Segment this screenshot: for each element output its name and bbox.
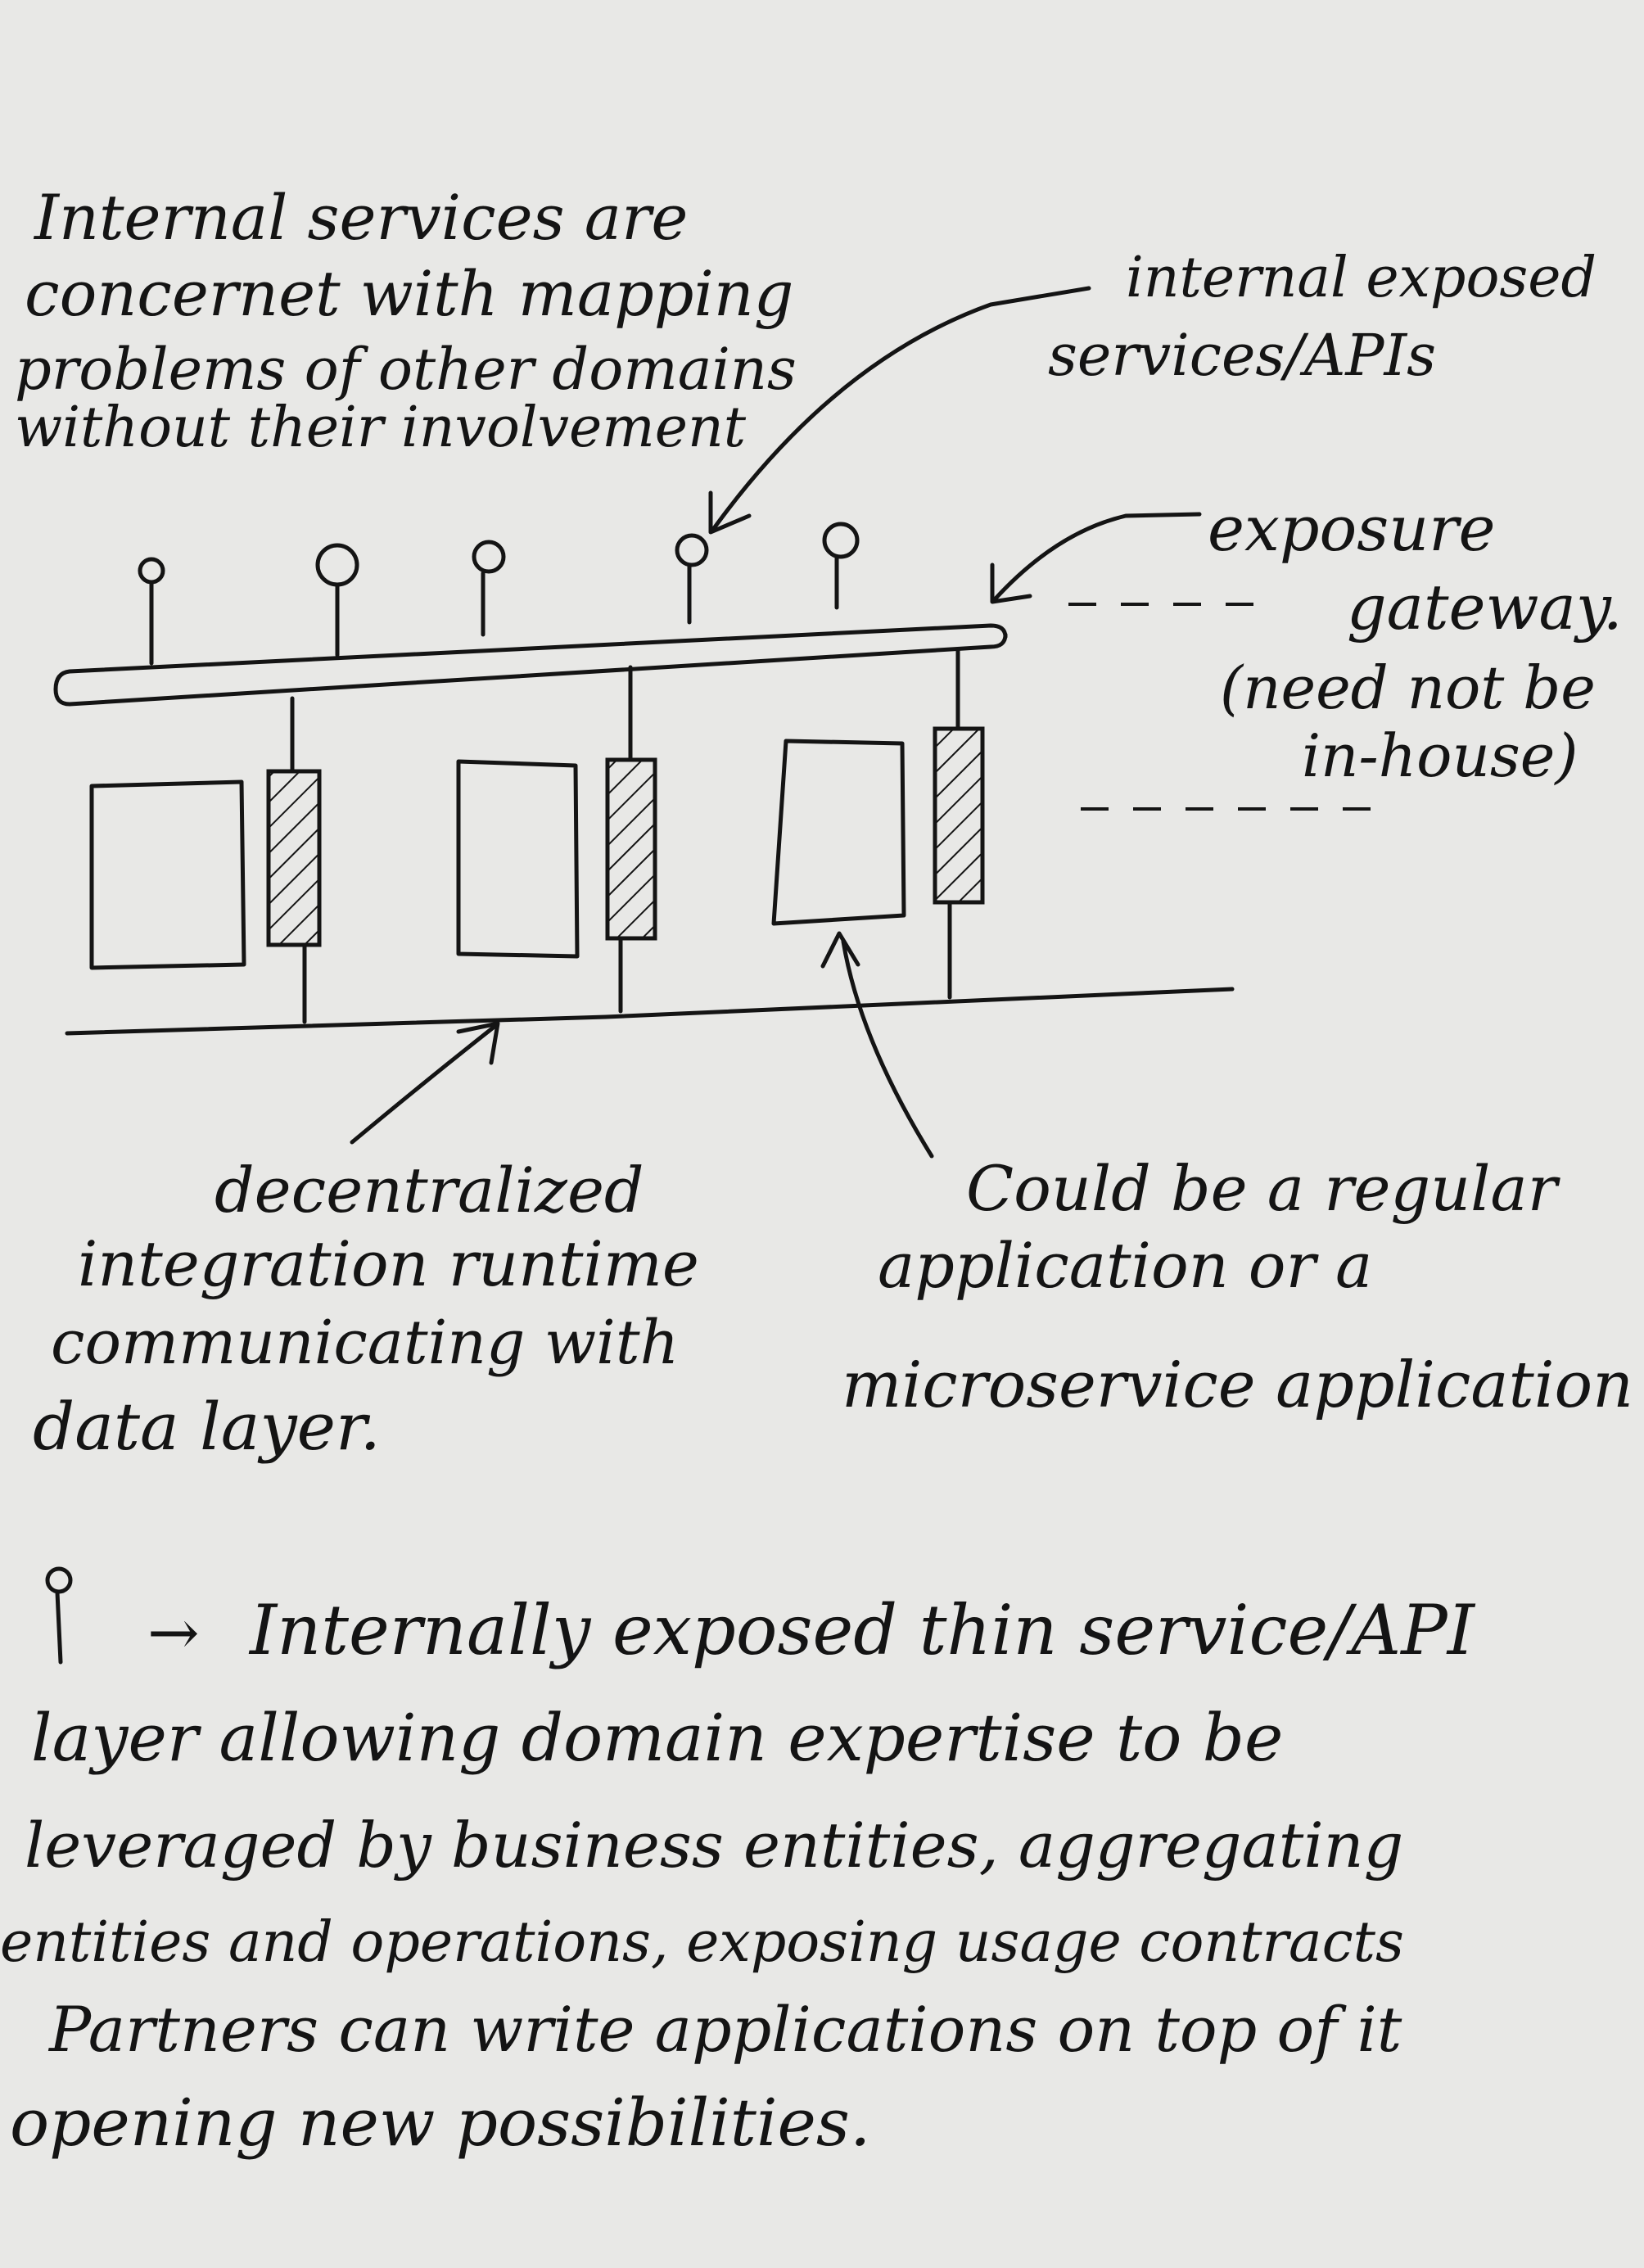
- legend-api-pin-icon: [45, 1566, 73, 1665]
- api-pin-icon: [138, 557, 165, 666]
- integration-runtime-hatched: [605, 757, 657, 941]
- note-decentralized-line-2: integration runtime: [78, 1227, 699, 1300]
- note-decentralized-line-3: communicating with: [51, 1308, 679, 1378]
- arrow-to-data-layer: [350, 1023, 498, 1145]
- arrow-to-gateway: [992, 512, 1202, 602]
- note-internal-services-line-1: Internal services are: [33, 181, 688, 254]
- arrow-to-api-pin: [710, 286, 1091, 533]
- note-internal-exposed-line-1: internal exposed: [1126, 246, 1597, 310]
- legend-line-3: leveraged by business entities, aggregat…: [25, 1809, 1403, 1882]
- legend-line-6: opening new possibilities.: [10, 2085, 870, 2161]
- note-could-be: Could be a regular application or a micr…: [842, 1152, 1633, 1422]
- legend-line-4: entities and operations, exposing usage …: [0, 1910, 1404, 1975]
- note-decentralized: decentralized integration runtime commun…: [33, 1154, 699, 1465]
- note-internal-exposed-line-2: services/APIs: [1048, 322, 1436, 389]
- exposure-gateway-bar: [53, 623, 1008, 707]
- note-internal-services-line-4: without their involvement: [15, 395, 747, 460]
- application-boxes: [89, 739, 906, 970]
- note-internal-services-line-2: concernet with mapping: [25, 257, 793, 330]
- arrow-to-api-pin-head: [708, 490, 752, 535]
- note-exposure-gateway-line-4: in-house): [1302, 721, 1578, 790]
- note-internal-services: Internal services are concernet with map…: [15, 181, 797, 460]
- arrow-to-application-box-head: [820, 931, 860, 969]
- note-exposure-gateway-line-3: (need not be: [1220, 653, 1596, 722]
- legend-line-5: Partners can write applications on top o…: [47, 1993, 1402, 2066]
- integration-runtimes: [266, 647, 985, 1024]
- legend: → Internally exposed thin service/API la…: [0, 1566, 1476, 2161]
- application-box: [456, 759, 580, 959]
- note-internal-exposed: internal exposed services/APIs: [1048, 246, 1597, 389]
- api-pin-icon: [675, 533, 709, 625]
- legend-line-2: layer allowing domain expertise to be: [31, 1700, 1283, 1776]
- integration-runtime-hatched: [266, 769, 322, 947]
- note-exposure-gateway-line-2: gateway.: [1347, 571, 1623, 644]
- integration-runtime-hatched: [933, 726, 985, 905]
- api-pins: [138, 522, 860, 666]
- note-could-be-line-3: microservice application: [842, 1349, 1633, 1422]
- note-exposure-gateway: exposure gateway. (need not be in-house): [1208, 492, 1623, 790]
- application-box: [771, 739, 906, 926]
- arrow-to-gateway-head: [990, 562, 1032, 604]
- note-could-be-line-2: application or a: [878, 1229, 1372, 1302]
- note-exposure-gateway-line-1: exposure: [1208, 492, 1496, 565]
- note-internal-services-line-3: problems of other domains: [15, 336, 797, 403]
- note-could-be-line-1: Could be a regular: [966, 1152, 1561, 1225]
- data-layer-line: [65, 987, 1235, 1036]
- application-box: [89, 779, 246, 970]
- legend-line-1: Internally exposed thin service/API: [248, 1590, 1476, 1670]
- api-pin-icon: [472, 540, 506, 637]
- api-pin-icon: [822, 522, 860, 610]
- arrow-to-application-box: [841, 939, 934, 1159]
- api-pin-icon: [315, 543, 359, 657]
- note-decentralized-line-4: data layer.: [33, 1389, 381, 1465]
- arrow-to-data-layer-head: [456, 1021, 500, 1065]
- note-decentralized-line-1: decentralized: [215, 1154, 644, 1227]
- legend-arrow: →: [147, 1596, 200, 1669]
